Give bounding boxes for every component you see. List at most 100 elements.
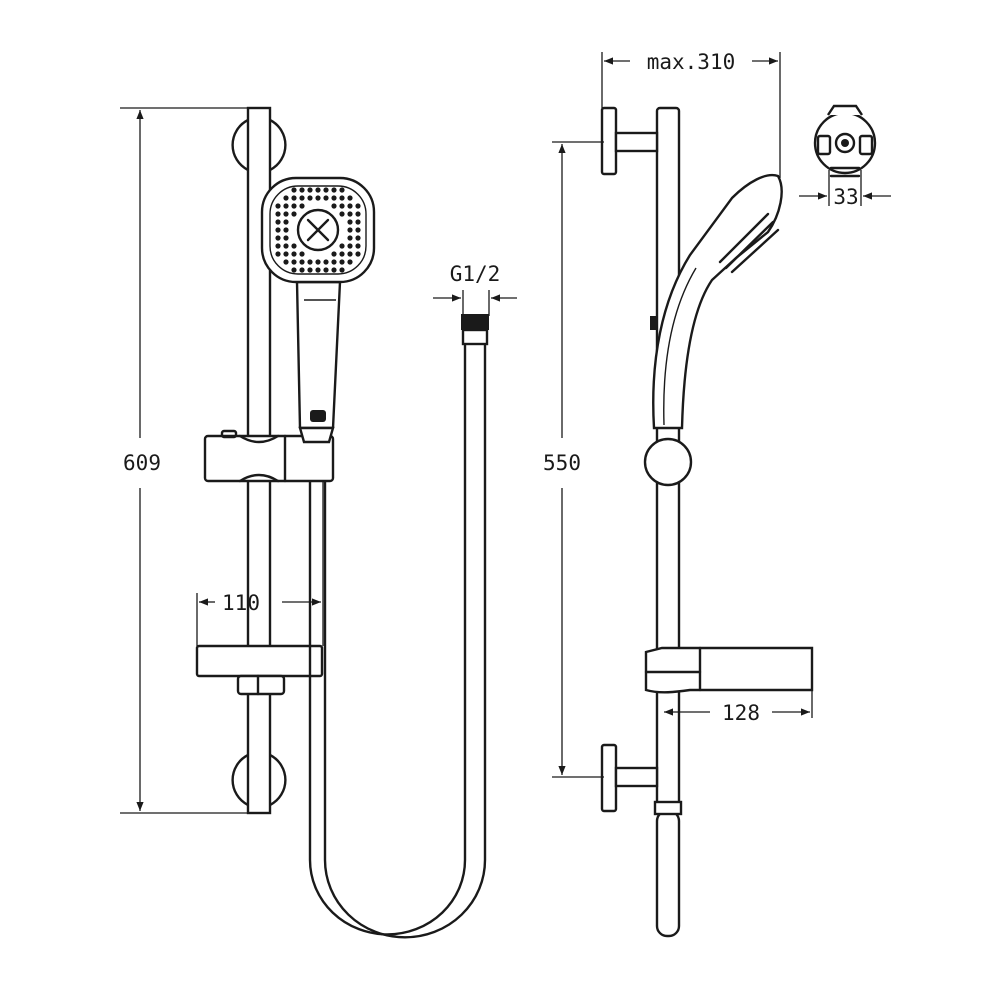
nozzle-dot [331, 187, 337, 193]
nozzle-dot [339, 267, 345, 273]
nozzle-dot [355, 219, 361, 225]
nozzle-dot [339, 251, 345, 257]
side-height-label: 550 [543, 451, 581, 475]
nozzle-dot [347, 203, 353, 209]
nozzle-dot [291, 259, 297, 265]
nozzle-dot [275, 203, 281, 209]
nozzle-dot [307, 267, 313, 273]
nozzle-dot [275, 251, 281, 257]
nozzle-dot [347, 243, 353, 249]
nozzle-dot [275, 211, 281, 217]
nozzle-dot [323, 195, 329, 201]
hand-shower-head [260, 176, 376, 444]
nozzle-dot [331, 195, 337, 201]
nozzle-dot [307, 187, 313, 193]
nozzle-dot [339, 187, 345, 193]
nozzle-dot [307, 195, 313, 201]
nozzle-dot [291, 187, 297, 193]
side-hose [655, 809, 681, 938]
side-view: 550 max.310 128 [543, 50, 814, 938]
side-hand-shower [650, 173, 783, 430]
nozzle-dot [331, 203, 337, 209]
soap-dish-label: 128 [722, 701, 760, 725]
nozzle-dot [339, 195, 345, 201]
front-view: 609 110 G1/2 [120, 106, 517, 939]
bracket-width-label: 33 [833, 185, 858, 209]
nozzle-dot [355, 227, 361, 233]
nozzle-dot [283, 195, 289, 201]
nozzle-dot [355, 211, 361, 217]
nozzle-dot [275, 227, 281, 233]
nozzle-dot [347, 219, 353, 225]
nozzle-dot [291, 251, 297, 257]
nozzle-dot [291, 211, 297, 217]
nozzle-dot [283, 251, 289, 257]
height-label: 609 [123, 451, 161, 475]
nozzle-dot [275, 243, 281, 249]
nozzle-dot [347, 251, 353, 257]
side-bottom-bracket [600, 743, 618, 813]
nozzle-dot [355, 203, 361, 209]
reach-dimension: max.310 [601, 50, 781, 178]
nozzle-dot [331, 251, 337, 257]
nozzle-dot [339, 259, 345, 265]
nozzle-dot [347, 227, 353, 233]
nozzle-dot [283, 211, 289, 217]
soap-dish-dimension: 128 [664, 690, 813, 725]
nozzle-dot [323, 259, 329, 265]
soap-dish [195, 644, 324, 678]
nozzle-dot [315, 267, 321, 273]
height-dimension: 609 [120, 107, 250, 814]
nozzle-dot [315, 195, 321, 201]
nozzle-dot [283, 219, 289, 225]
top-wall-bracket [231, 118, 250, 172]
nozzle-dot [275, 219, 281, 225]
nozzle-dot [283, 243, 289, 249]
nozzle-dot [291, 203, 297, 209]
nozzle-dot [307, 259, 313, 265]
nozzle-dot [323, 267, 329, 273]
reach-label: max.310 [647, 50, 736, 74]
slider-holder [203, 434, 335, 483]
nozzle-dot [283, 227, 289, 233]
nozzle-dot [347, 259, 353, 265]
nozzle-dot [355, 243, 361, 249]
nozzle-dot [299, 267, 305, 273]
nozzle-pattern [275, 187, 361, 273]
side-top-bracket [600, 106, 618, 176]
nozzle-dot [275, 235, 281, 241]
nozzle-dot [299, 259, 305, 265]
bracket-detail: 33 [799, 104, 891, 209]
hose-connector [461, 314, 489, 330]
nozzle-dot [299, 195, 305, 201]
nozzle-dot [291, 243, 297, 249]
nozzle-dot [347, 195, 353, 201]
nozzle-dot [331, 259, 337, 265]
nozzle-dot [299, 187, 305, 193]
nozzle-dot [323, 187, 329, 193]
nozzle-dot [291, 267, 297, 273]
nozzle-dot [283, 235, 289, 241]
nozzle-dot [347, 211, 353, 217]
side-slider-knob [643, 437, 693, 487]
nozzle-dot [339, 203, 345, 209]
nozzle-dot [315, 259, 321, 265]
holder-offset-dimension: 110 [196, 480, 324, 646]
nozzle-dot [291, 195, 297, 201]
nozzle-dot [339, 211, 345, 217]
nozzle-dot [283, 259, 289, 265]
bottom-wall-bracket [231, 753, 250, 807]
nozzle-dot [299, 203, 305, 209]
side-height-dimension: 550 [543, 141, 604, 778]
nozzle-dot [339, 243, 345, 249]
nozzle-dot [347, 235, 353, 241]
thread-label: G1/2 [450, 262, 501, 286]
nozzle-dot [315, 187, 321, 193]
nozzle-dot [355, 251, 361, 257]
thread-dimension: G1/2 [433, 262, 517, 316]
nozzle-dot [283, 203, 289, 209]
nozzle-dot [355, 235, 361, 241]
side-soap-dish [644, 646, 814, 694]
